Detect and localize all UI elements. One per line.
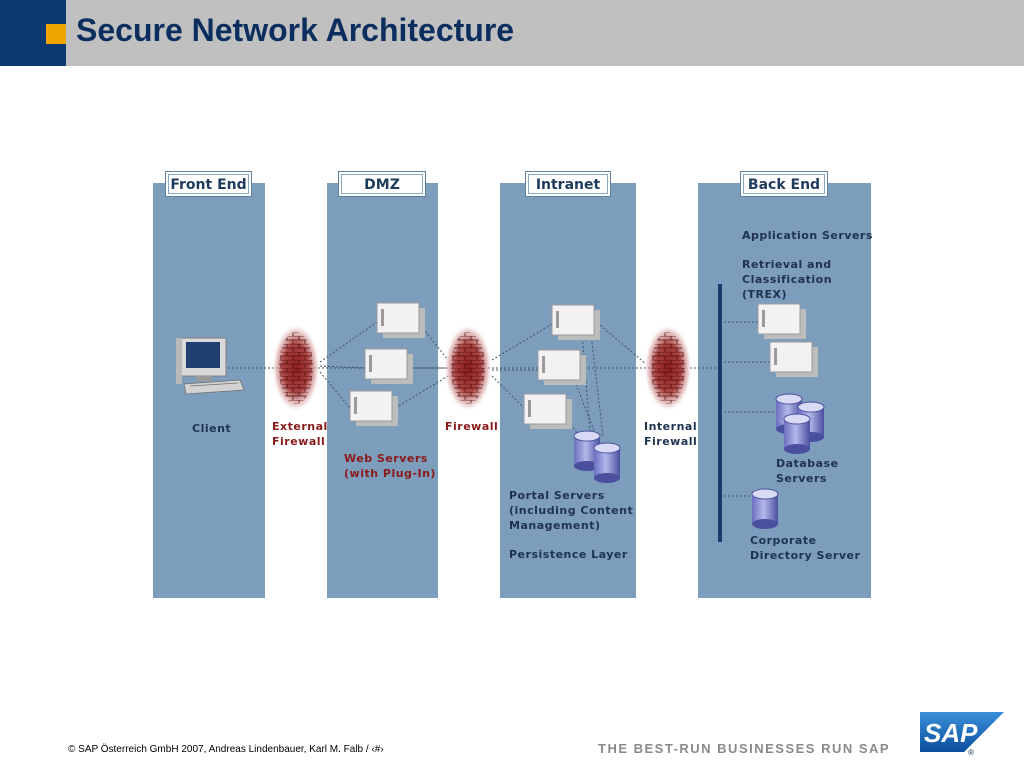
portal-server-icon <box>523 393 573 430</box>
footer-copyright: © SAP Österreich GmbH 2007, Andreas Lind… <box>68 744 384 755</box>
client-computer-icon <box>176 337 245 395</box>
label-line: Classification <box>742 273 833 286</box>
label-line: Management) <box>509 519 601 532</box>
sap-logo-text: SAP <box>924 718 978 748</box>
zone-back-end <box>698 183 871 598</box>
portal-servers-label: Portal Servers (including Content Manage… <box>509 488 633 533</box>
label-line: (TREX) <box>742 288 788 301</box>
label-line: Retrieval and <box>742 258 832 271</box>
zone-label-dmz: DMZ <box>338 171 426 197</box>
zone-label-back-end: Back End <box>740 171 828 197</box>
label-line: (with Plug-In) <box>344 467 436 480</box>
page-title: Secure Network Architecture <box>76 12 515 48</box>
database-servers-label: Database Servers <box>776 456 839 486</box>
label-line: Directory Server <box>750 549 861 562</box>
label-line: (including Content <box>509 504 634 517</box>
external-firewall-icon <box>272 324 320 412</box>
portal-server-icon <box>551 304 601 341</box>
zone-label-intranet: Intranet <box>525 171 611 197</box>
web-server-icon <box>376 302 426 339</box>
label-line: Firewall <box>272 435 326 448</box>
header-orange-square <box>46 24 66 44</box>
internal-firewall-icon <box>644 324 692 412</box>
internal-firewall-label: Internal Firewall <box>644 419 697 449</box>
web-servers-label: Web Servers (with Plug-In) <box>344 451 436 481</box>
firewall-icon <box>444 324 492 412</box>
zone-intranet <box>500 183 636 598</box>
label-line: Web Servers <box>344 452 428 465</box>
client-label: Client <box>192 422 232 435</box>
trex-server-icon <box>757 303 807 340</box>
label-line: Database <box>776 457 839 470</box>
application-servers-label: Application Servers <box>742 229 873 242</box>
header-band <box>0 0 1024 66</box>
web-server-icon <box>349 390 399 427</box>
footer-tagline: THE BEST-RUN BUSINESSES RUN SAP <box>598 741 891 756</box>
trex-server-icon <box>769 341 819 378</box>
label-line: External <box>272 420 328 433</box>
web-server-icon <box>364 348 414 385</box>
persistence-layer-label: Persistence Layer <box>509 548 628 561</box>
database-server-icon <box>783 413 811 455</box>
firewall-label: Firewall <box>445 420 499 433</box>
zone-label-front-end: Front End <box>165 171 252 197</box>
label-line: Portal Servers <box>509 489 605 502</box>
sap-logo: SAP ® <box>920 712 1004 756</box>
svg-text:®: ® <box>968 748 974 756</box>
label-line: Internal <box>644 420 698 433</box>
directory-server-label: Corporate Directory Server <box>750 533 860 563</box>
trex-label: Retrieval and Classification (TREX) <box>742 257 832 302</box>
directory-server-icon <box>751 488 779 530</box>
external-firewall-label: External Firewall <box>272 419 328 449</box>
label-line: Firewall <box>644 435 698 448</box>
label-line: Corporate <box>750 534 817 547</box>
portal-server-icon <box>537 349 587 386</box>
persistence-db-icon <box>593 442 621 484</box>
label-line: Servers <box>776 472 827 485</box>
